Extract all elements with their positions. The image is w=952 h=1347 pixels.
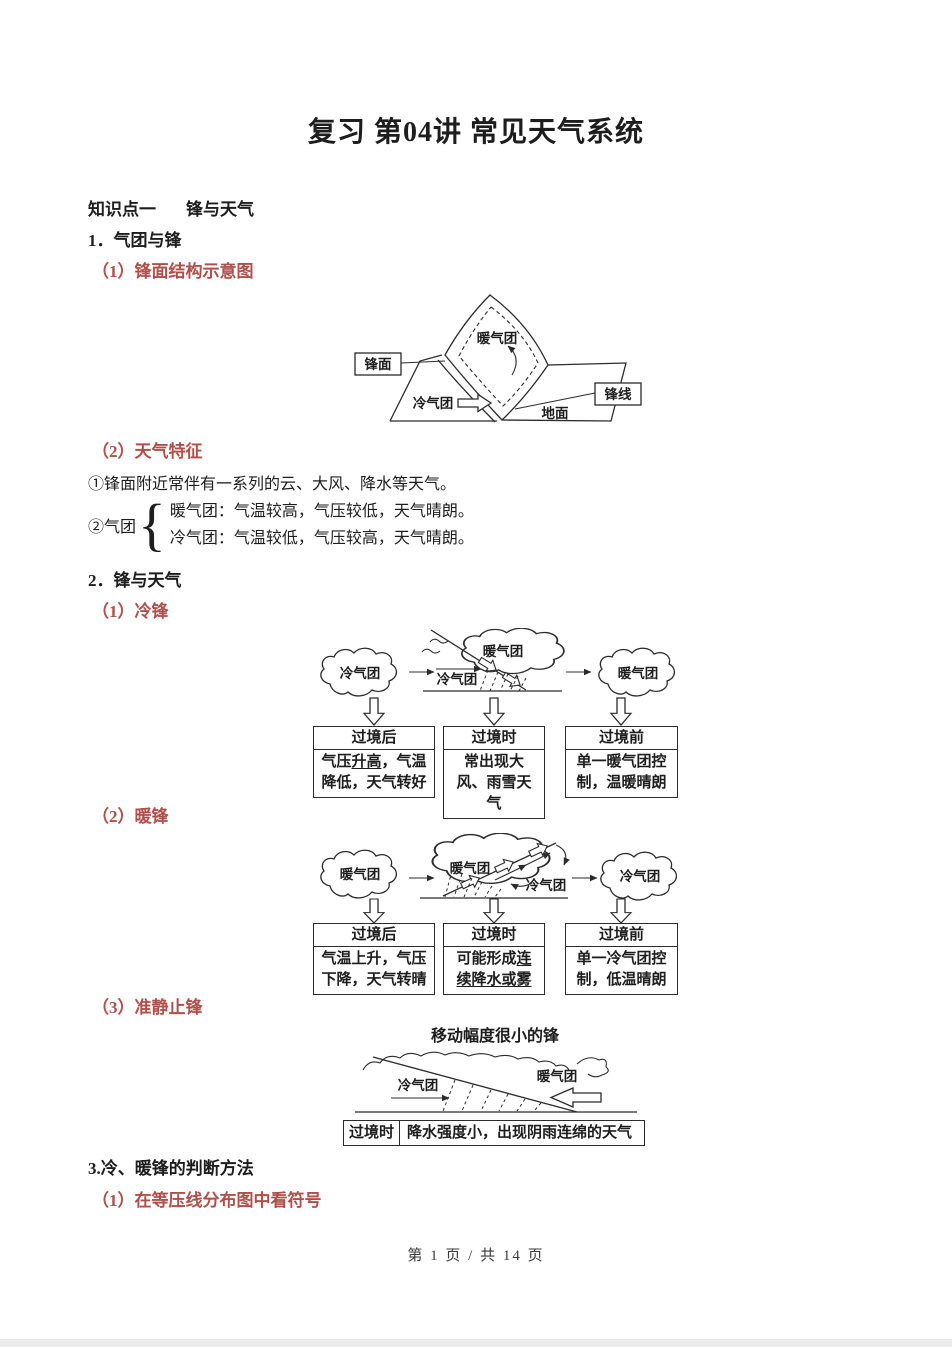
down-arrow-icon [483,898,505,924]
rain-streaks [442,1079,542,1112]
down-arrow-icon [610,697,632,726]
center-cold-label: 冷气团 [437,671,478,687]
warm-air-push-arrow [550,1087,602,1108]
center-cold-label: 冷气团 [526,877,567,893]
warm-front-before-box: 过境前 单一冷气团控制，低温晴朗 [565,923,678,995]
down-arrow-icon [363,697,385,726]
box-header: 过境后 [314,727,434,750]
warm-front-after-box: 过境后 气温上升，气压下降，天气转晴 [313,923,435,995]
glide-arrow [521,852,551,868]
section-2-3-heading: （3）准静止锋 [92,998,203,1017]
down-arrow-icon [610,898,632,924]
box-header: 过境后 [314,924,434,947]
stationary-front-scene: 冷气团 暖气团 [355,1051,637,1113]
box-body: 常出现大风、雨雪天气 [456,754,532,812]
cold-air-advance-arrow [457,393,492,413]
box-header: 过境时 [444,924,544,947]
box-text: 气压 [321,754,352,770]
cold-mass-line: 冷气团：气温较低，气压较高，天气晴朗。 [169,530,474,547]
page-title: 复习 第04讲 常见天气系统 [307,117,644,148]
rain-hatch [444,870,502,898]
warm-air-cloud-label: 暖气团 [340,866,381,882]
frontal-surface-line [372,1056,578,1113]
box-header: 过境时 [444,727,544,750]
box-body: 可能形成连续降水或雾 [444,947,544,994]
front-line-label: 锋线 [605,386,633,402]
cold-front-before-box: 过境前 单一暖气团控制，温暖晴朗 [565,726,678,798]
air-mass-classification: ②气团 { 暖气团：气温较高，气压较低，天气晴朗。 冷气团：气温较低，气压较高，… [88,492,474,557]
knowledge-point-label: 知识点一 [88,200,156,219]
section-1-1-heading: （1）锋面结构示意图 [92,262,254,281]
down-arrow-icon [363,898,385,924]
ground-label: 地面 [542,405,570,421]
warm-front-during-box: 过境时 可能形成连续降水或雾 [443,923,545,995]
warm-air-cloud-label: 暖气团 [618,665,659,681]
rain-streaks [479,669,527,692]
curl-arrow [555,844,570,866]
cold-air-cloud-label: 冷气团 [340,665,381,681]
table-value-cell: 降水强度小，出现阴雨连绵的天气 [407,1125,633,1141]
box-text: ，气温降低，天气转好 [321,754,427,791]
section-2-heading: 2．锋与天气 [88,571,182,590]
knowledge-point-heading: 知识点一 锋与天气 [88,195,254,220]
air-mass-lines: 暖气团：气温较高，气压较低，天气晴朗。 冷气团：气温较低，气压较高，天气晴朗。 [170,498,474,552]
front-surface-callout: 锋面 [354,352,446,376]
cold-front-during-box: 过境时 常出现大风、雨雪天气 [443,726,545,819]
page-edge [0,1339,952,1347]
underflow-arrow [510,882,533,891]
box-header: 过境前 [566,924,677,947]
center-warm-label: 暖气团 [483,643,524,659]
stationary-front-table: 过境时 降水强度小，出现阴雨连绵的天气 [343,1120,645,1146]
warm-front-diagram: 暖气团 暖气团 冷气团 [310,832,682,995]
box-text-underlined: 升高 [351,754,382,770]
section-3-heading: 3.冷、暖锋的判断方法 [88,1159,254,1178]
box-text-underlined: 连续降水或雾 [456,951,532,988]
section-2-2-heading: （2）暖锋 [92,807,169,826]
section-2-1-heading: （1）冷锋 [92,602,169,621]
section-3-1-heading: （1）在等压线分布图中看符号 [92,1191,322,1210]
center-warm-label: 暖气团 [450,860,491,876]
box-body: 单一冷气团控制，低温晴朗 [576,951,667,988]
brace-icon: { [138,492,166,557]
down-arrow-icon [483,697,505,726]
box-body: 气压升高，气温降低，天气转好 [314,750,434,797]
table-header-cell: 过境时 [344,1121,400,1145]
front-structure-diagram: 暖气团 锋面 锋线 冷气团 地面 [354,294,642,423]
section-1-heading: 1．气团与锋 [88,231,182,250]
ground-planes [389,354,627,422]
box-header: 过境前 [566,727,677,750]
warm-air-label: 暖气团 [477,330,518,346]
box-text: 可能形成 [456,951,517,967]
cold-air-label: 冷气团 [413,395,454,411]
cold-front-after-box: 过境后 气压升高，气温降低，天气转好 [313,726,435,798]
warm-air-label: 暖气团 [537,1068,578,1084]
box-body: 单一暖气团控制，温暖晴朗 [576,754,667,791]
cloud-band [362,1051,609,1078]
warm-front-cross-section: 暖气团 冷气团 [420,832,570,899]
front-line-callout: 锋线 [514,382,642,410]
front-surface-label: 锋面 [365,356,392,372]
warm-front-scene: 暖气团 暖气团 冷气团 [320,832,678,924]
page-number: 第 1 页 / 共 14 页 [407,1248,545,1264]
cold-front-scene: 冷气团 暖气团 冷气团 [320,627,676,726]
cold-air-label: 冷气团 [398,1077,439,1093]
section-1-2-heading: （2）天气特征 [92,442,203,461]
warm-air-plane [437,294,549,423]
cold-front-cross-section: 暖气团 冷气团 [421,627,565,692]
glide-arrow [494,864,527,881]
item2-prefix: ②气团 [88,519,137,536]
warm-air-rise-arrow [507,345,517,376]
stationary-front-title: 移动幅度很小的锋 [430,1028,559,1045]
cold-front-diagram: 冷气团 暖气团 冷气团 [310,627,682,819]
box-body: 气温上升，气压下降，天气转晴 [321,951,427,988]
cold-air-cloud-label: 冷气团 [620,868,661,884]
warm-mass-line: 暖气团：气温较高，气压较低，天气晴朗。 [169,503,474,520]
knowledge-point-title: 锋与天气 [186,200,254,219]
weather-feature-item1: ①锋面附近常伴有一系列的云、大风、降水等天气。 [88,476,457,493]
